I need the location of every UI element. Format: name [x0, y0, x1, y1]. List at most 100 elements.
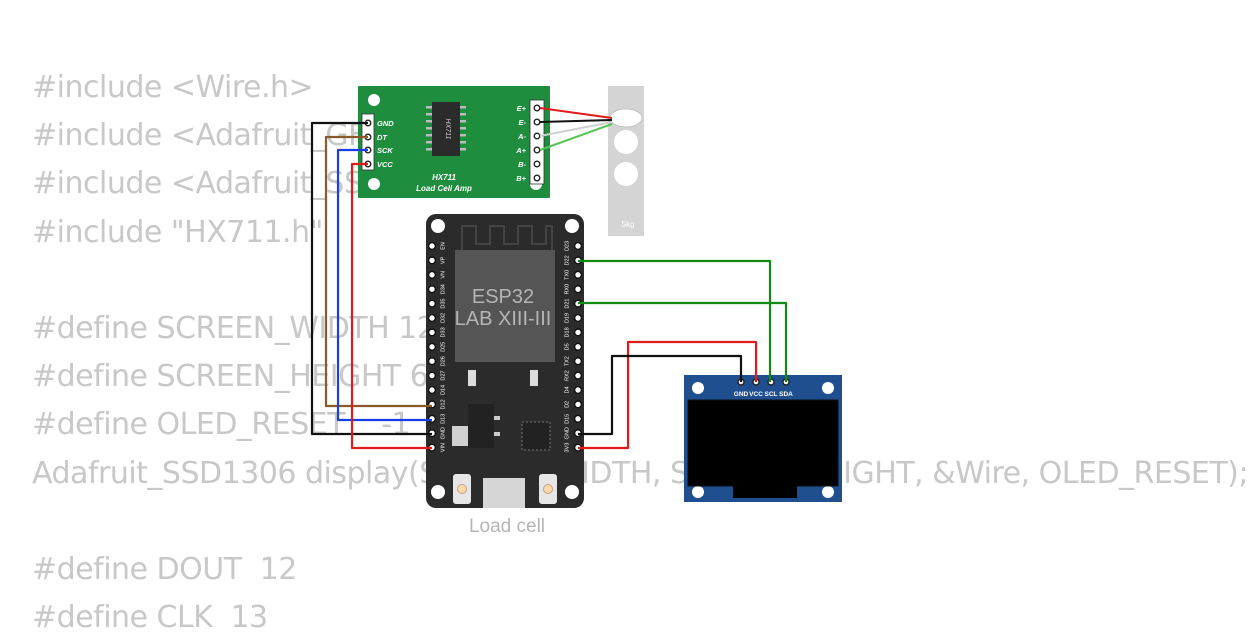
esp32-pin-label: RX2 — [564, 370, 570, 381]
usb-port — [483, 478, 525, 508]
esp32-board[interactable]: ESP32 LAB XIII-III — [426, 214, 584, 508]
wire-scl-green — [578, 259, 772, 382]
esp32-pin-label: D12 — [440, 399, 446, 409]
esp32-pin[interactable] — [573, 270, 583, 279]
esp32-pin[interactable] — [427, 313, 437, 323]
oled-pin-label: SDA — [779, 391, 793, 398]
esp32-pin[interactable] — [573, 400, 583, 409]
esp32-pin-label: 3V3 — [564, 443, 570, 453]
hx711-pin-label: B- — [518, 160, 526, 169]
esp32-module-label: ESP32 — [472, 286, 534, 308]
esp32-pin-label: D34 — [440, 284, 446, 294]
esp32-pin-label: D32 — [440, 313, 446, 323]
usb-chip — [521, 421, 551, 451]
esp32-pin[interactable] — [427, 342, 437, 351]
circuit-diagram: HX711 HX711 Load Cell Amp GND DT SCK VCC… — [310, 86, 842, 537]
esp32-pin-label: D14 — [440, 385, 446, 395]
wire-oled-vcc-red — [578, 340, 758, 450]
esp32-pin[interactable] — [427, 241, 437, 251]
esp32-pin[interactable] — [573, 385, 583, 395]
esp32-pin-label: D19 — [564, 313, 570, 323]
esp32-pin-label: D23 — [564, 241, 570, 251]
hx711-pin-label: A+ — [515, 146, 526, 155]
esp32-module-label: LAB XIII-III — [455, 308, 552, 330]
esp32-pin-label: D27 — [440, 371, 446, 381]
esp32-pin-label: D35 — [440, 299, 446, 309]
esp32-pin[interactable] — [427, 299, 437, 308]
esp32-pin-label: TX0 — [564, 270, 570, 280]
hx711-title: HX711 — [432, 173, 456, 182]
esp32-pin-label: EN — [440, 242, 446, 250]
code-line: #define SCREEN_WIDTH 128 — [32, 310, 455, 346]
esp32-pin[interactable] — [427, 371, 437, 380]
esp32-pin-label: RX0 — [564, 284, 570, 295]
hx711-board[interactable]: HX711 HX711 Load Cell Amp GND DT SCK VCC… — [358, 86, 550, 198]
esp32-pin-label: D13 — [440, 414, 446, 424]
esp32-pin[interactable] — [427, 357, 437, 366]
code-line: #include <Wire.h> — [32, 70, 314, 105]
esp32-pin-label: D15 — [564, 414, 570, 424]
wires — [310, 121, 788, 450]
esp32-pin[interactable] — [573, 241, 583, 251]
antenna-trace — [461, 225, 553, 254]
esp32-pin[interactable] — [573, 371, 583, 380]
esp32-pin-label: D5 — [564, 343, 570, 350]
hx711-pin-label: VCC — [377, 160, 393, 169]
code-line: #include "HX711.h" — [32, 214, 323, 250]
hx711-pin-label: E+ — [517, 104, 527, 113]
hx711-right-header — [533, 104, 541, 182]
esp32-pin[interactable] — [427, 414, 437, 423]
hx711-pin-label: E- — [519, 118, 527, 127]
load-cell-label: 5kg — [622, 220, 635, 229]
hx711-subtitle: Load Cell Amp — [416, 184, 472, 193]
esp32-caption: Load cell — [469, 516, 545, 537]
wire-oled-gnd-black — [578, 354, 743, 436]
esp32-pin[interactable] — [427, 270, 437, 279]
esp32-pin[interactable] — [427, 285, 437, 294]
wire-sck-blue — [336, 148, 432, 422]
esp32-pin[interactable] — [427, 328, 437, 337]
code-line: #define DOUT 12 — [32, 551, 297, 587]
esp32-pin[interactable] — [573, 313, 583, 323]
esp32-pin[interactable] — [427, 256, 437, 265]
esp32-pin-label: D25 — [440, 342, 446, 352]
esp32-pin[interactable] — [573, 357, 583, 366]
wire-gnd-black — [310, 121, 432, 436]
esp32-pin-label: GND — [440, 427, 446, 439]
esp32-pin-label: GND — [564, 427, 570, 439]
esp32-pin-label: VIN — [440, 443, 446, 452]
oled-screen — [687, 399, 839, 487]
oled-pin-label: VCC — [749, 391, 763, 398]
wire-sda-green — [578, 301, 788, 382]
esp32-pin-label: D33 — [440, 327, 446, 337]
esp32-pin[interactable] — [573, 414, 583, 423]
esp32-pin-label: D18 — [564, 327, 570, 337]
hx711-pin-label: GND — [377, 119, 394, 128]
esp32-pin-label: VP — [440, 256, 446, 264]
esp32-pin[interactable] — [573, 328, 583, 337]
esp32-pin-label: VN — [440, 271, 446, 279]
code-line: #define OLED_RESET -1 — [32, 407, 411, 443]
esp32-pin-label: D26 — [440, 356, 446, 366]
esp32-pin-label: D21 — [564, 299, 570, 309]
esp32-pin-label: D4 — [564, 386, 570, 393]
load-cell[interactable]: 5kg — [608, 86, 644, 236]
esp32-pin-label: D22 — [564, 255, 570, 265]
oled-display[interactable]: GND VCC SCL SDA — [684, 375, 842, 502]
esp32-pin-label: D2 — [564, 401, 570, 408]
esp32-pin[interactable] — [427, 385, 437, 395]
hx711-chip — [432, 102, 460, 156]
hx711-pin-label: A- — [517, 132, 526, 141]
wire-vcc-red — [350, 162, 432, 450]
wire-dt-brown — [324, 135, 432, 408]
hx711-pin-label: B+ — [516, 174, 526, 183]
hx711-pin-label: SCK — [377, 146, 393, 155]
hx711-pin-label: DT — [377, 133, 388, 142]
esp32-module — [455, 250, 555, 362]
esp32-pin[interactable] — [573, 285, 583, 294]
esp32-pin[interactable] — [573, 342, 583, 351]
oled-pin-label: GND — [734, 391, 749, 398]
load-cell-wires — [539, 107, 613, 151]
hx711-chip-label: HX711 — [444, 119, 451, 140]
code-line: #define CLK 13 — [32, 600, 268, 636]
